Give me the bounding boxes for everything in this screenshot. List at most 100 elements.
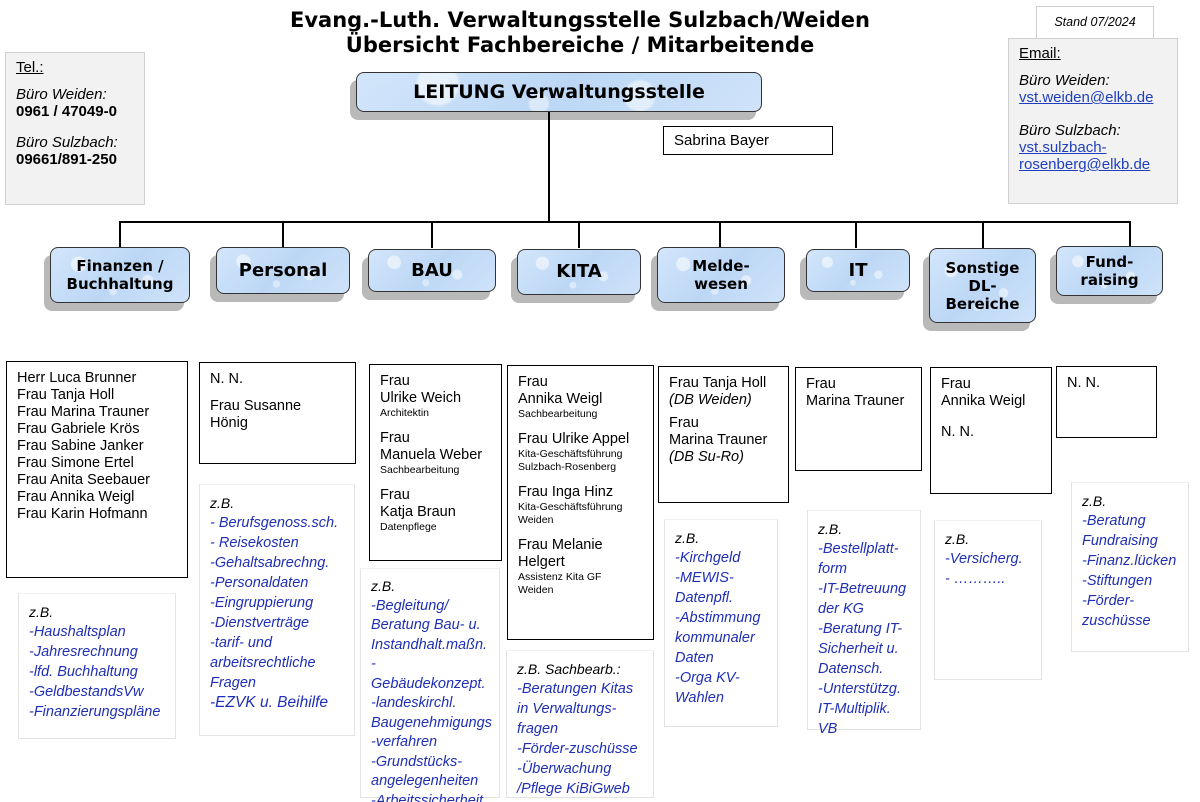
examples-kita-0: -Beratungen Kitas — [517, 681, 634, 697]
staff-melde-loc1: (DB Weiden) — [669, 392, 752, 408]
staff-finanzen-0: Herr Luca Brunner — [17, 370, 137, 386]
examples-fund-4: -Förder- — [1082, 593, 1135, 609]
connector-bau — [431, 221, 433, 248]
email-sulzbach-link-cont[interactable]: rosenberg@elkb.de — [1019, 156, 1151, 173]
staff-kita-0-l1: Frau — [518, 374, 548, 390]
examples-sonstige-zb: z.B. — [945, 531, 970, 547]
connector-fund — [1129, 221, 1131, 248]
staff-kita-1-role2: Sulzbach-Rosenberg — [518, 461, 617, 473]
dept-it: IT — [806, 249, 910, 292]
examples-it-zb: z.B. — [818, 521, 843, 537]
dept-fund-line1: Fund- — [1085, 253, 1134, 271]
email-weiden-link[interactable]: vst.weiden@elkb.de — [1019, 89, 1154, 106]
tel-weiden-number: 0961 / 47049-0 — [16, 103, 117, 120]
dept-fund-line2: raising — [1080, 271, 1139, 289]
dept-bau: BAU — [368, 249, 496, 292]
staff-melde: Frau Tanja Holl (DB Weiden) Frau Marina … — [658, 366, 789, 503]
examples-personal-7: arbeitsrechtliche — [210, 655, 316, 671]
dept-finanzen-line1: Finanzen / — [76, 257, 164, 275]
examples-melde-0: -Kirchgeld — [675, 550, 741, 566]
staff-bau-0-l2: Ulrike Weich — [380, 390, 462, 406]
staff-kita-3-role1: Assistenz Kita GF — [518, 571, 602, 583]
staff-bau: Frau Ulrike Weich Architektin Frau Manue… — [369, 364, 502, 561]
examples-finanzen-4: -Finanzierungspläne — [29, 704, 161, 720]
staff-sonstige-0: Frau — [941, 376, 971, 392]
examples-it-7: -Unterstützg. — [818, 681, 901, 697]
examples-bau-3: -Gebäudekonzept. — [371, 656, 486, 692]
examples-melde-1: -MEWIS- — [675, 570, 734, 586]
staff-bau-2-l2: Katja Braun — [380, 504, 456, 520]
dept-sonstige: Sonstige DL- Bereiche — [929, 248, 1036, 323]
connector-sonstige — [982, 221, 984, 248]
staff-bau-2-role: Datenpflege — [380, 521, 437, 533]
examples-finanzen-1: -Jahresrechnung — [29, 644, 138, 660]
dept-melde-line2: wesen — [694, 275, 748, 293]
dept-melde: Melde- wesen — [657, 247, 785, 303]
examples-fund-zb: z.B. — [1082, 493, 1107, 509]
dept-sonstige-line1: Sonstige — [945, 258, 1020, 277]
dept-personal-label: Personal — [238, 259, 328, 281]
examples-bau-5: Baugenehmigungs — [371, 714, 492, 731]
staff-kita-gap2 — [518, 474, 643, 484]
examples-melde-4: kommunaler — [675, 630, 755, 646]
examples-kita-5: /Pflege KiBiGweb — [517, 781, 630, 797]
staff-kita-2-l1: Frau Inga Hinz — [518, 484, 614, 500]
email-sulzbach-label: Büro Sulzbach: — [1019, 122, 1121, 139]
examples-personal-2: -Gehaltsabrechng. — [210, 555, 330, 571]
examples-it-3: der KG — [818, 601, 864, 617]
examples-bau-7: -Grundstücks- — [371, 753, 463, 770]
staff-kita-0-l2: Annika Weigl — [518, 391, 603, 407]
tel-box: Tel.: Büro Weiden: 0961 / 47049-0 Büro S… — [5, 52, 145, 205]
staff-bau-1-l2: Manuela Weber — [380, 447, 483, 463]
examples-sonstige-0: -Versicherg. — [945, 551, 1023, 567]
staff-finanzen-7: Frau Annika Weigl — [17, 489, 135, 505]
examples-it-9: VB — [818, 721, 838, 737]
staff-kita-3-l2: Helgert — [518, 554, 565, 570]
staff-it-0: Frau — [806, 376, 836, 392]
staff-kita: Frau Annika Weigl Sachbearbeitung Frau U… — [507, 365, 654, 640]
staff-kita-0-role: Sachbearbeitung — [518, 408, 598, 420]
examples-fund-1: Fundraising — [1082, 533, 1158, 549]
tel-weiden-label: Büro Weiden: — [16, 86, 107, 103]
dept-kita-label: KITA — [556, 261, 602, 282]
dept-bau-label: BAU — [411, 259, 453, 281]
connector-melde — [719, 221, 721, 248]
examples-sonstige: z.B. -Versicherg. - ……….. — [934, 520, 1042, 680]
staff-melde-name2b: Marina Trauner — [669, 432, 768, 448]
email-sulzbach-link[interactable]: vst.sulzbach- — [1019, 139, 1107, 156]
staff-melde-name2a: Frau — [669, 415, 699, 431]
email-weiden-label: Büro Weiden: — [1019, 72, 1110, 89]
examples-kita-3: -Förder-zuschüsse — [517, 741, 638, 757]
dept-sonstige-line2: DL- — [968, 276, 997, 295]
examples-bau-6: -verfahren — [371, 734, 438, 750]
staff-personal: N. N. Frau Susanne Hönig — [199, 362, 356, 464]
leitung-box: LEITUNG Verwaltungsstelle — [356, 72, 762, 112]
staff-finanzen-4: Frau Sabine Janker — [17, 438, 144, 454]
leitung-name: Sabrina Bayer — [674, 132, 770, 149]
examples-bau-8: angelegenheiten — [371, 773, 479, 789]
staff-bau-1-l1: Frau — [380, 430, 410, 446]
staff-it-1: Marina Trauner — [806, 393, 905, 409]
examples-sonstige-1: - ……….. — [945, 571, 1006, 587]
examples-personal-5: -Dienstverträge — [210, 615, 310, 631]
examples-melde-2: Datenpfl. — [675, 590, 734, 606]
examples-bau-2: Instandhalt.maßn. — [371, 636, 488, 653]
staff-kita-3-l1: Frau Melanie — [518, 537, 603, 553]
examples-personal-9: -EZVK u. Beihilfe — [210, 694, 329, 711]
examples-bau-zb: z.B. — [371, 578, 396, 594]
examples-finanzen-2: -lfd. Buchhaltung — [29, 664, 138, 680]
examples-it-6: Datensch. — [818, 661, 884, 677]
staff-personal-1: Frau Susanne — [210, 398, 302, 414]
staff-bau-2-l1: Frau — [380, 487, 410, 503]
dept-finanzen-line2: Buchhaltung — [66, 275, 174, 293]
examples-personal-8: Fragen — [210, 675, 256, 691]
examples-personal-zb: z.B. — [210, 495, 235, 511]
examples-kita-1: in Verwaltungs- — [517, 701, 617, 717]
staff-finanzen: Herr Luca Brunner Frau Tanja Holl Frau M… — [6, 361, 188, 578]
staff-sonstige-1: Annika Weigl — [941, 393, 1026, 409]
staff-finanzen-3: Frau Gabriele Krös — [17, 421, 140, 437]
staff-bau-0-l1: Frau — [380, 373, 410, 389]
examples-kita-4: -Überwachung — [517, 761, 612, 777]
examples-it-2: -IT-Betreuung — [818, 581, 907, 597]
leitung-name-box: Sabrina Bayer — [663, 126, 833, 155]
